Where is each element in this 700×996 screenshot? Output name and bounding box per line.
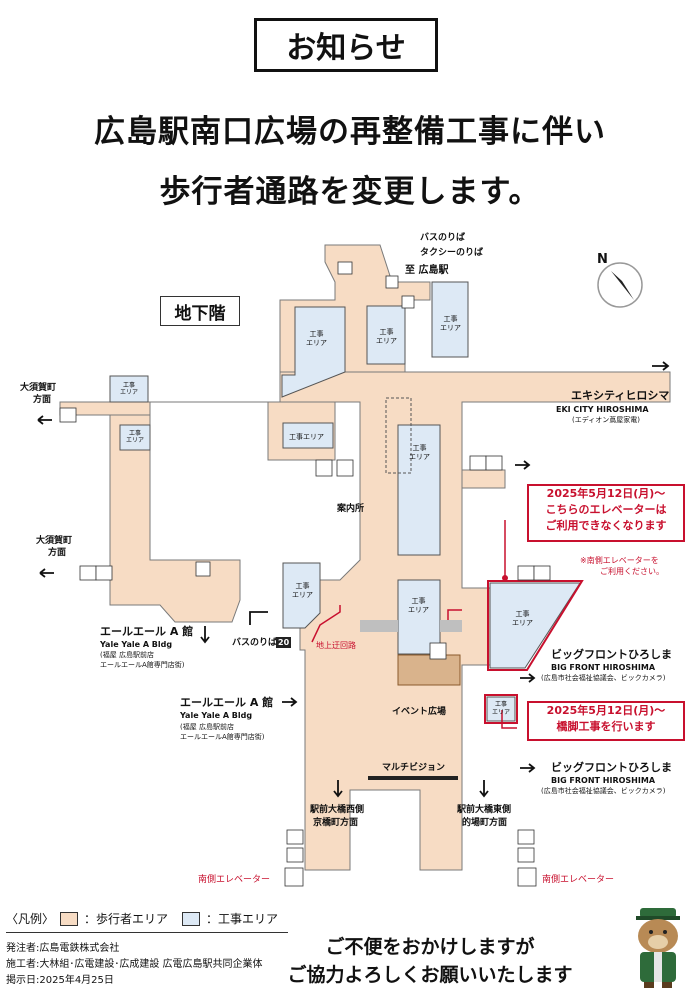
notice-1-sub-1: ※南側エレベーターを <box>580 556 659 565</box>
work-label-2: 工事 エリア <box>376 328 397 345</box>
yale-1-jp: エールエール A 館 <box>100 625 194 638</box>
notice-1-sub-2: ご利用ください。 <box>600 567 664 576</box>
closing-line-1: ご不便をおかけしますが <box>325 936 535 958</box>
work-label-1: 工事 エリア <box>306 330 327 347</box>
info-center-label: 案内所 <box>337 504 365 514</box>
yale-1-sub-2: エールエールA館専門店街) <box>100 661 185 669</box>
work-area-5 <box>119 424 151 451</box>
bus-stop-number: 20 <box>276 637 292 648</box>
yale-2-jp: エールエール A 館 <box>180 696 274 709</box>
work-area-4 <box>109 375 149 403</box>
yale-1-sub-1: (福屋 広島駅前店 <box>100 651 154 659</box>
osuga-1-line-1: 大須賀町 <box>20 383 57 393</box>
work-area-2 <box>366 305 406 365</box>
legend-walk-label: ：歩行者エリア <box>84 912 169 926</box>
arrow-eki-city <box>652 361 670 371</box>
notice-1-line-1: 2025年5月12日(月)～ <box>546 487 666 500</box>
big-front-1-en: BIG FRONT HIROSHIMA <box>551 663 656 672</box>
big-front-2-jp: ビッグフロントひろしま <box>551 761 672 774</box>
south-east-exit-2: 的場町方面 <box>462 818 508 828</box>
arrow-yale-1 <box>200 626 210 644</box>
elevator-closure-notice: 2025年5月12日(月)～ こちらのエレベーターは ご利用できなくなります <box>527 484 685 542</box>
notice-2-line-1: 2025年5月12日(月)～ <box>546 704 666 717</box>
south-elevator-left: 南側エレベーター <box>198 875 271 885</box>
compass-north-label: N <box>597 252 608 267</box>
footer-posted-date: 掲示日:2025年4月25日 <box>6 975 114 986</box>
pier-work-notice: 2025年5月12日(月)～ 橋脚工事を行います <box>527 701 685 741</box>
notice-1-line-2: こちらのエレベーターは <box>545 503 667 516</box>
headline-line-2: 歩行者通路を変更します。 <box>159 174 541 210</box>
osuga-2-line-2: 方面 <box>48 548 67 558</box>
south-west-exit-2: 京橋町方面 <box>313 818 359 828</box>
big-front-1-jp: ビッグフロントひろしま <box>551 648 672 661</box>
arrow-bigfront-1 <box>520 673 536 683</box>
footer-contractor: 施工者:大林組･広電建設･広成建設 広電広島駅共同企業体 <box>6 959 263 970</box>
yale-2-en: Yale Yale A Bldg <box>180 711 253 720</box>
floor-label: 地下階 <box>160 296 240 326</box>
work-label-7: 工事 エリア <box>409 444 430 461</box>
notice-1-line-3: ご利用できなくなります <box>545 519 667 532</box>
arrow-bigfront-2 <box>520 763 536 773</box>
notice-2-line-2: 橋脚工事を行います <box>556 720 656 733</box>
yale-1-en: Yale Yale A Bldg <box>100 640 173 649</box>
work-area-3 <box>431 281 469 358</box>
work-label-9: 工事 エリア <box>408 597 429 614</box>
closing-line-2: ご協力よろしくお願いいたします <box>287 964 573 986</box>
yale-2-sub-2: エールエールA館専門店街) <box>180 733 265 741</box>
work-area-7 <box>397 424 441 556</box>
big-front-2-en: BIG FRONT HIROSHIMA <box>551 776 656 785</box>
eki-city-jp: エキシティヒロシマ <box>571 389 670 402</box>
south-west-exit-1: 駅前大橋西側 <box>310 805 365 815</box>
south-elevator-right: 南側エレベーター <box>542 875 615 885</box>
big-front-2-sub: (広島市社会福祉協議会、ビックカメラ) <box>541 787 666 795</box>
legend-walk-swatch <box>60 911 79 926</box>
bus-terminal-label: バスのりば <box>420 233 466 243</box>
work-label-8: 工事 エリア <box>292 582 313 599</box>
south-east-exit-1: 駅前大橋東側 <box>457 805 512 815</box>
arrow-osuga-2 <box>39 568 54 578</box>
ramp <box>397 654 461 686</box>
mascot-illustration <box>636 908 680 988</box>
arrow-yale-2 <box>282 697 298 707</box>
eki-city-en: EKI CITY HIROSHIMA <box>556 405 649 414</box>
bus-stop-label: バスのりば <box>232 638 278 648</box>
south-east-strip <box>461 469 506 489</box>
to-station-label: 至 広島駅 <box>405 265 449 276</box>
multivision-label: マルチビジョン <box>382 763 446 773</box>
arrow-east-2 <box>515 460 531 470</box>
headline-line-1: 広島駅南口広場の再整備工事に伴い <box>94 114 606 150</box>
work-area-6 <box>282 422 334 449</box>
taxi-terminal-label: タクシーのりば <box>420 248 484 258</box>
legend: 〈凡例〉 ：歩行者エリア ：工事エリア <box>6 910 278 927</box>
osuga-1-line-2: 方面 <box>33 395 52 405</box>
work-area-1 <box>281 306 346 398</box>
event-plaza-label: イベント広場 <box>392 707 447 717</box>
work-area-11 <box>486 696 516 722</box>
floor-map <box>37 244 671 887</box>
legend-title: 〈凡例〉 <box>6 912 55 926</box>
work-label-6: 工事エリア <box>289 433 324 441</box>
yale-2-sub-1: (福屋 広島駅前店 <box>180 723 234 731</box>
work-label-3: 工事 エリア <box>440 315 461 332</box>
detour-label: 地上迂回路 <box>316 641 356 650</box>
arrow-osuga-1 <box>37 415 52 425</box>
work-area-8 <box>282 562 321 629</box>
work-label-10: 工事 エリア <box>512 610 533 627</box>
arrow-bus <box>249 611 268 625</box>
work-label-11: 工事 エリア <box>492 701 511 716</box>
work-area-9 <box>397 579 441 655</box>
osuga-2-line-1: 大須賀町 <box>36 536 73 546</box>
legend-work-label: ：工事エリア <box>206 912 279 926</box>
work-label-4: 工事 エリア <box>120 382 139 396</box>
eki-city-sub: (エディオン蔦屋家電) <box>572 416 640 424</box>
notice-title: お知らせ <box>254 18 438 72</box>
arrow-south-east <box>479 780 489 798</box>
footer-orderer: 発注者:広島電鉄株式会社 <box>6 943 120 954</box>
big-front-1-sub: (広島市社会福祉協議会、ビックカメラ) <box>541 674 666 682</box>
work-area-10 <box>489 582 581 669</box>
arrow-south-west <box>333 780 343 798</box>
work-label-5: 工事 エリア <box>126 430 145 444</box>
legend-work-swatch <box>182 911 201 926</box>
